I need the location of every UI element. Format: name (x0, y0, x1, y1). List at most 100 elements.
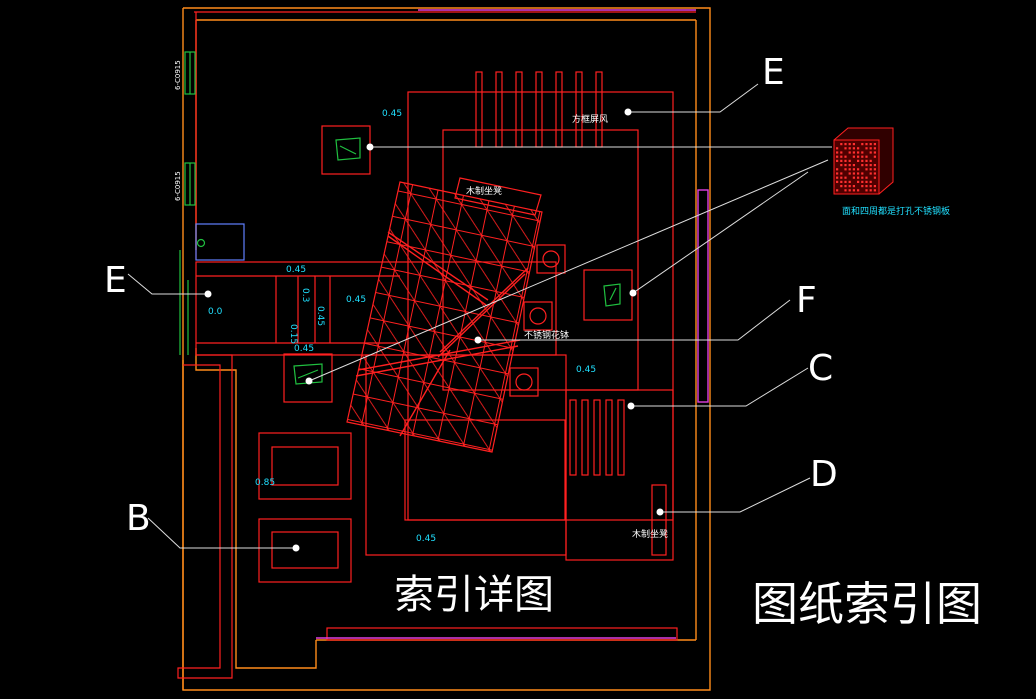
swatch-dot (857, 172, 860, 175)
swatch-dot (861, 164, 864, 167)
swatch-dot (840, 164, 843, 167)
callout-letters: E E F C D B (104, 52, 838, 539)
swatch-dot (873, 151, 876, 154)
swatch-dot (848, 143, 851, 146)
swatch-dot (848, 147, 851, 150)
swatch-dot (869, 151, 872, 154)
swatch-dot (852, 151, 855, 154)
swatch-dot (840, 159, 843, 162)
dim-mid: 0.45 (346, 295, 366, 305)
swatch-dot (840, 143, 843, 146)
swatch-dot (836, 168, 839, 171)
swatch-dot (865, 143, 868, 146)
swatch-dot (873, 155, 876, 158)
swatch-dot (861, 172, 864, 175)
swatch-dot (873, 143, 876, 146)
swatch-dot (857, 151, 860, 154)
dim-top-left: 0.45 (382, 109, 402, 119)
label-mu-zhi-zuo-deng-bottom: 木制坐凳 (632, 528, 668, 540)
leader-dots (204, 108, 664, 552)
swatch-dot (857, 168, 860, 171)
swatch-dot (857, 189, 860, 192)
swatch-dot (873, 189, 876, 192)
swatch-dot (852, 172, 855, 175)
swatch-dot (865, 189, 868, 192)
swatch-dot (857, 180, 860, 183)
callout-e-left: E (104, 260, 127, 301)
swatch-dot (852, 168, 855, 171)
swatch-dot (848, 185, 851, 188)
swatch-dot (852, 185, 855, 188)
side-marks: 6-C0915 6-C0915 (174, 60, 182, 201)
swatch-dot (861, 176, 864, 179)
swatch-dot (852, 176, 855, 179)
label-material-note: 面和四周都是打孔不锈钢板 (842, 205, 950, 217)
swatch-dot (848, 180, 851, 183)
swatch-dot (865, 164, 868, 167)
swatch-dot (852, 189, 855, 192)
swatch-dot (852, 147, 855, 150)
paving-area (346, 181, 543, 453)
swatch-dot (844, 185, 847, 188)
swatch-dot (848, 189, 851, 192)
dim-v2: 0.3 (300, 288, 310, 302)
swatch-dot (869, 143, 872, 146)
dim-right-mid: 0.45 (576, 365, 596, 375)
swatch-dot (844, 147, 847, 150)
dim-bar-top: 0.45 (286, 265, 306, 275)
swatch-dot (852, 164, 855, 167)
swatch-dot (865, 168, 868, 171)
swatch-dot (844, 164, 847, 167)
callout-f: F (796, 280, 817, 321)
swatch-dot (848, 159, 851, 162)
callout-c: C (808, 348, 833, 389)
swatch-dot (840, 185, 843, 188)
swatch-dot (848, 168, 851, 171)
label-mu-zhi-zuo-deng-top: 木制坐凳 (466, 185, 502, 197)
swatch-dot (869, 159, 872, 162)
dim-bottom: 0.45 (416, 534, 436, 544)
swatch-dot (852, 143, 855, 146)
swatch-dot (873, 185, 876, 188)
blue-fixture (195, 223, 245, 261)
swatch-dot (865, 159, 868, 162)
side-mark-bottom: 6-C0915 (174, 171, 182, 201)
swatch-dot (857, 176, 860, 179)
swatch-dot (836, 172, 839, 175)
magenta-lines (316, 9, 709, 639)
swatch-dot (848, 172, 851, 175)
detail-title: 索引详图 (394, 572, 554, 618)
swatch-dot (865, 185, 868, 188)
swatch-dot (861, 180, 864, 183)
swatch-dot (861, 155, 864, 158)
swatch-dot (869, 168, 872, 171)
side-mark-top: 6-C0915 (174, 60, 182, 90)
swatch-dot (873, 164, 876, 167)
swatch-dot (873, 168, 876, 171)
swatch-dot (873, 147, 876, 150)
swatch-dot (869, 180, 872, 183)
swatch-dot (840, 180, 843, 183)
dim-v3: 0.45 (315, 306, 325, 326)
swatch-dot (844, 176, 847, 179)
dim-left-zero: 0.0 (208, 307, 223, 317)
swatch-dot (861, 143, 864, 146)
swatch-dot (857, 159, 860, 162)
swatch-dot (861, 185, 864, 188)
swatch-dot (857, 147, 860, 150)
swatch-dot (836, 180, 839, 183)
leader-lines (127, 83, 832, 549)
swatch-dot (840, 151, 843, 154)
swatch-dot (844, 143, 847, 146)
swatch-dot (857, 155, 860, 158)
swatch-dot (869, 147, 872, 150)
swatch-dot (848, 164, 851, 167)
chinese-labels: 方框屏风 木制坐凳 不锈钢花钵 木制坐凳 面和四周都是打孔不锈钢板 (466, 113, 950, 540)
label-bu-xiu-gang-hua-bo: 不锈钢花钵 (524, 329, 569, 341)
swatch-dot (869, 164, 872, 167)
swatch-dot (865, 155, 868, 158)
label-fang-ge-ping-feng: 方框屏风 (572, 113, 608, 125)
swatch-dot (844, 180, 847, 183)
swatch-dot (844, 168, 847, 171)
